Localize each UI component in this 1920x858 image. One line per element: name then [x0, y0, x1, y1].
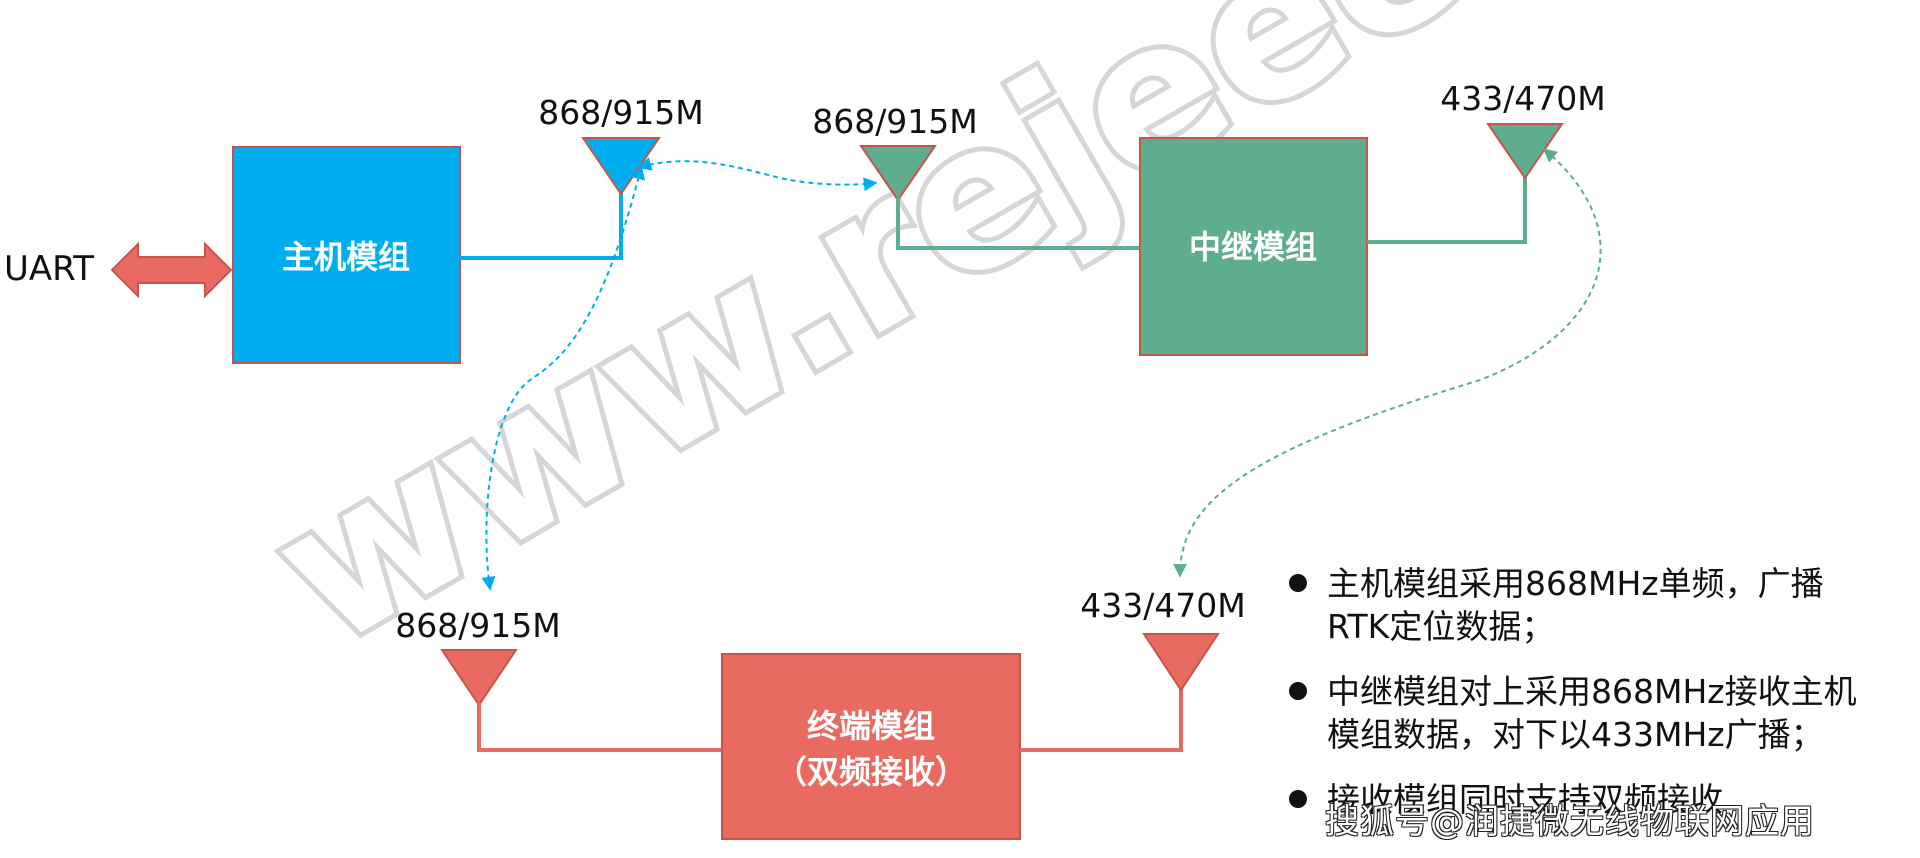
relay-antenna-868-feed: [896, 198, 1140, 250]
relay-antenna-868-freq: 868/915M: [812, 102, 978, 141]
link-host-to-relay-868: [637, 157, 878, 192]
note-text: 中继模组对上采用868MHz接收主机: [1327, 672, 1857, 711]
credit-watermark: 搜狐号@润捷微无线物联网应用: [1325, 802, 1815, 842]
terminal-antenna-868-feed: [477, 703, 722, 752]
relay-antenna-868-icon: [859, 145, 937, 202]
terminal-antenna-433-icon: [1142, 633, 1220, 692]
uart-label: UART: [4, 249, 94, 289]
bullet-icon: [1289, 790, 1307, 808]
bullet-icon: [1289, 682, 1307, 700]
terminal-antenna-433-feed: [1020, 688, 1183, 752]
note-text-cont: RTK定位数据；: [1327, 607, 1555, 646]
relay-antenna-433-feed: [1367, 176, 1527, 244]
notes-list: 主机模组采用868MHz单频，广播 RTK定位数据； 中继模组对上采用868MH…: [1285, 562, 1905, 843]
host-antenna-feed: [460, 192, 623, 260]
link-relay-to-terminal-433: [1173, 148, 1602, 578]
relay-module-label: 中继模组: [1189, 228, 1317, 266]
relay-antenna-433-icon: [1486, 123, 1564, 180]
host-module-label: 主机模组: [282, 238, 410, 276]
terminal-module-box: [721, 653, 1021, 840]
note-item: 主机模组采用868MHz单频，广播 RTK定位数据；: [1285, 562, 1905, 648]
note-item: 中继模组对上采用868MHz接收主机 模组数据，对下以433MHz广播；: [1285, 670, 1905, 756]
terminal-antenna-868-freq: 868/915M: [395, 606, 561, 645]
terminal-module-sublabel: （双频接收）: [775, 753, 967, 791]
note-item: 接收模组同时支持双频接收: [1285, 778, 1905, 821]
link-host-to-terminal-868: [481, 165, 646, 591]
host-antenna-868-icon: [581, 137, 661, 196]
bullet-icon: [1289, 574, 1307, 592]
uart-double-arrow: [110, 241, 233, 299]
relay-antenna-433-freq: 433/470M: [1440, 79, 1606, 118]
host-module-box: [232, 146, 461, 364]
host-antenna-868-freq: 868/915M: [538, 93, 704, 132]
terminal-antenna-868-icon: [440, 649, 518, 707]
note-text: 主机模组采用868MHz单频，广播: [1327, 564, 1824, 603]
note-text: 接收模组同时支持双频接收: [1327, 780, 1723, 819]
terminal-antenna-433-freq: 433/470M: [1080, 586, 1246, 625]
note-text-cont: 模组数据，对下以433MHz广播；: [1327, 715, 1824, 754]
terminal-module-label: 终端模组: [807, 707, 935, 745]
